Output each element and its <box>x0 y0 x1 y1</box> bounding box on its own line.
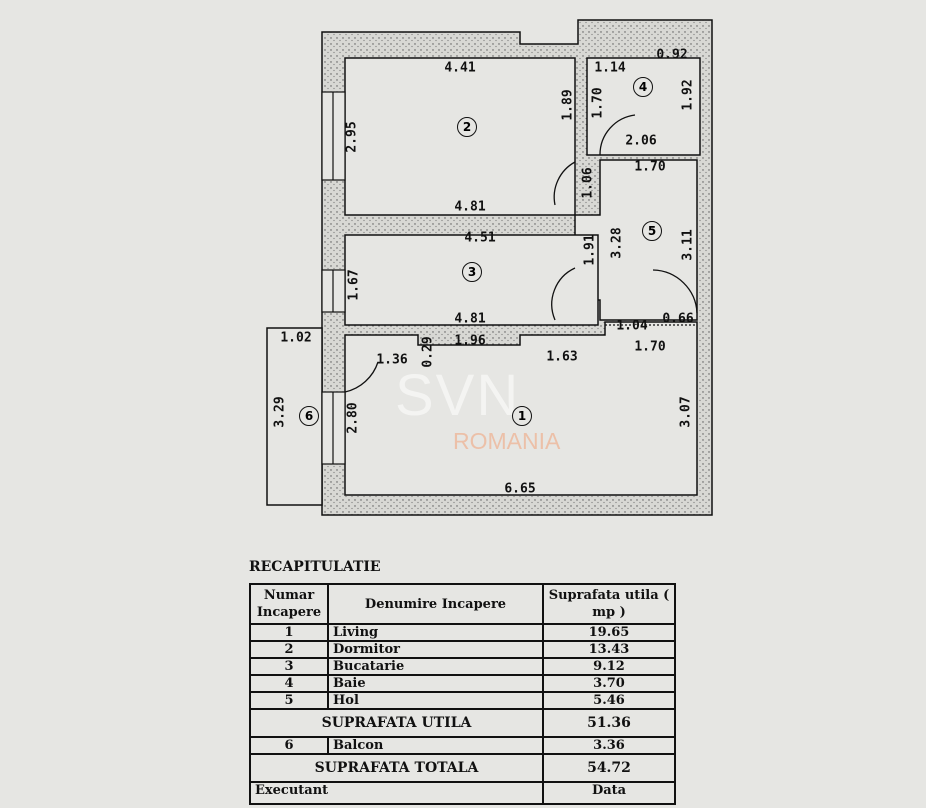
cell-area: 3.70 <box>542 674 676 693</box>
room-number-2: 2 <box>457 117 477 137</box>
room-number-4: 4 <box>633 77 653 97</box>
dimension-label: 1.67 <box>346 269 362 301</box>
dimension-label: 2.80 <box>345 402 361 434</box>
cell-name: Balcon <box>327 736 544 755</box>
cell-name: Baie <box>327 674 544 693</box>
dimension-label: 1.06 <box>580 167 596 199</box>
dimension-label: 0.92 <box>656 47 688 63</box>
dimension-label: 4.81 <box>454 311 486 327</box>
room-dormitor <box>344 57 576 216</box>
recap-table: Numar Incapere Denumire Incapere Suprafa… <box>249 583 676 805</box>
dimension-label: 1.91 <box>582 234 598 266</box>
dimension-label: 2.06 <box>625 133 657 149</box>
dimension-label: 1.70 <box>590 87 606 119</box>
windows <box>321 91 346 465</box>
cell-area: 19.65 <box>542 623 676 642</box>
dimension-label: 6.65 <box>504 481 536 497</box>
watermark-brand: SVN <box>395 363 521 428</box>
cell-area: 3.36 <box>542 736 676 755</box>
watermark-country: ROMANIA <box>453 428 561 454</box>
data-label: Data <box>542 781 676 805</box>
cell-area: 13.43 <box>542 640 676 659</box>
dimension-label: 0.29 <box>420 336 436 368</box>
header-suprafata: Suprafata utila ( mp ) <box>542 583 676 625</box>
executant-label: Executant <box>249 781 544 805</box>
room-number-5: 5 <box>642 221 662 241</box>
dimension-label: 1.89 <box>560 89 576 121</box>
dimension-label: 1.04 <box>616 318 648 334</box>
room-number-3: 3 <box>462 262 482 282</box>
cell-nr: 4 <box>249 674 329 693</box>
dimension-label: 4.41 <box>444 60 476 76</box>
cell-name: Living <box>327 623 544 642</box>
utila-label: SUPRAFATA UTILA <box>249 708 544 738</box>
dimension-label: 1.70 <box>634 159 666 175</box>
dimension-label: 0.66 <box>662 311 694 327</box>
utila-value: 51.36 <box>542 708 676 738</box>
dimension-label: 4.51 <box>464 230 496 246</box>
dimension-label: 2.95 <box>344 121 360 153</box>
cell-nr: 3 <box>249 657 329 676</box>
header-numar: Numar Incapere <box>249 583 329 625</box>
room-hol <box>574 159 698 321</box>
header-denumire: Denumire Incapere <box>327 583 544 625</box>
room-number-1: 1 <box>512 406 532 426</box>
room-number-6: 6 <box>299 406 319 426</box>
dimension-label: 3.11 <box>680 229 696 261</box>
cell-nr: 2 <box>249 640 329 659</box>
cell-nr: 1 <box>249 623 329 642</box>
recap-title: RECAPITULATIE <box>249 559 381 575</box>
cell-area: 9.12 <box>542 657 676 676</box>
dimension-label: 1.96 <box>454 333 486 349</box>
dimension-label: 1.63 <box>546 349 578 365</box>
dimension-label: 3.29 <box>272 396 288 428</box>
dimension-label: 3.07 <box>678 396 694 428</box>
dimension-label: 1.02 <box>280 330 312 346</box>
totala-value: 54.72 <box>542 753 676 783</box>
dimension-label: 1.14 <box>594 60 626 76</box>
cell-name: Dormitor <box>327 640 544 659</box>
table-header: Numar Incapere Denumire Incapere Suprafa… <box>249 583 676 625</box>
cell-name: Hol <box>327 691 544 710</box>
dimension-label: 3.28 <box>609 227 625 259</box>
dimension-label: 4.81 <box>454 199 486 215</box>
doors <box>344 114 698 393</box>
cell-nr: 5 <box>249 691 329 710</box>
room-baie <box>586 57 701 156</box>
cell-name: Bucatarie <box>327 657 544 676</box>
dimension-label: 1.92 <box>680 79 696 111</box>
cell-area: 5.46 <box>542 691 676 710</box>
dimension-label: 1.36 <box>376 352 408 368</box>
totala-label: SUPRAFATA TOTALA <box>249 753 544 783</box>
cell-nr: 6 <box>249 736 329 755</box>
dimension-label: 1.70 <box>634 339 666 355</box>
